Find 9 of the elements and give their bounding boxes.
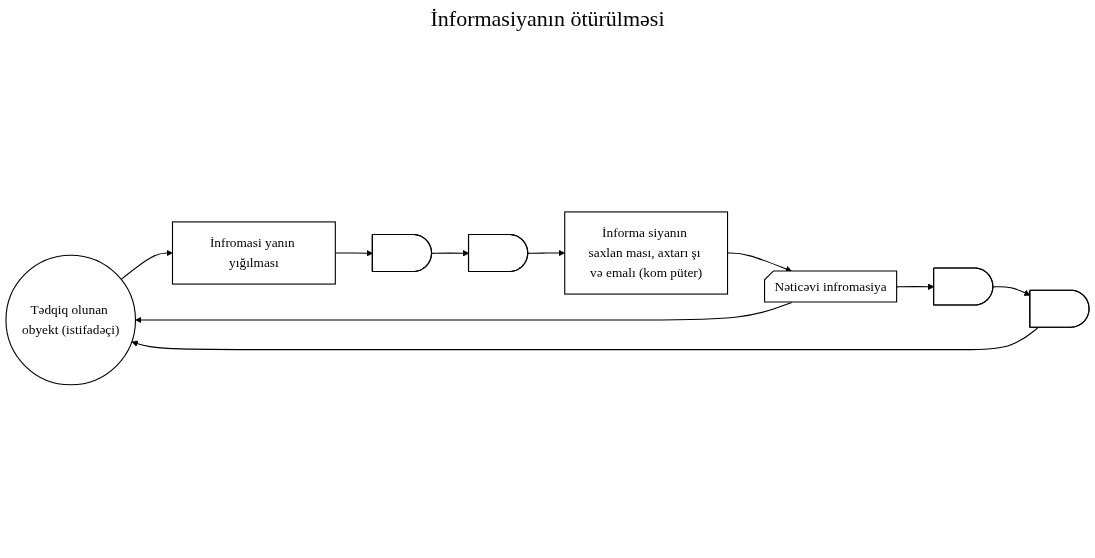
arrow: [131, 326, 1039, 350]
arrow: [135, 301, 793, 323]
arrow: [120, 249, 173, 280]
channel-label: İnformasiyanın ötürülməsi: [430, 6, 665, 31]
arrow: [727, 252, 792, 272]
node-circle: Tədqiq olunan obyekt (istifadəçi): [5, 254, 137, 385]
arrow: [527, 249, 565, 256]
node-box: İnforma siyanın saxlan ması, axtarı şı və emalı (kom püter): [564, 211, 729, 295]
node-box: İnfromasi yanın yığılması: [171, 221, 336, 285]
